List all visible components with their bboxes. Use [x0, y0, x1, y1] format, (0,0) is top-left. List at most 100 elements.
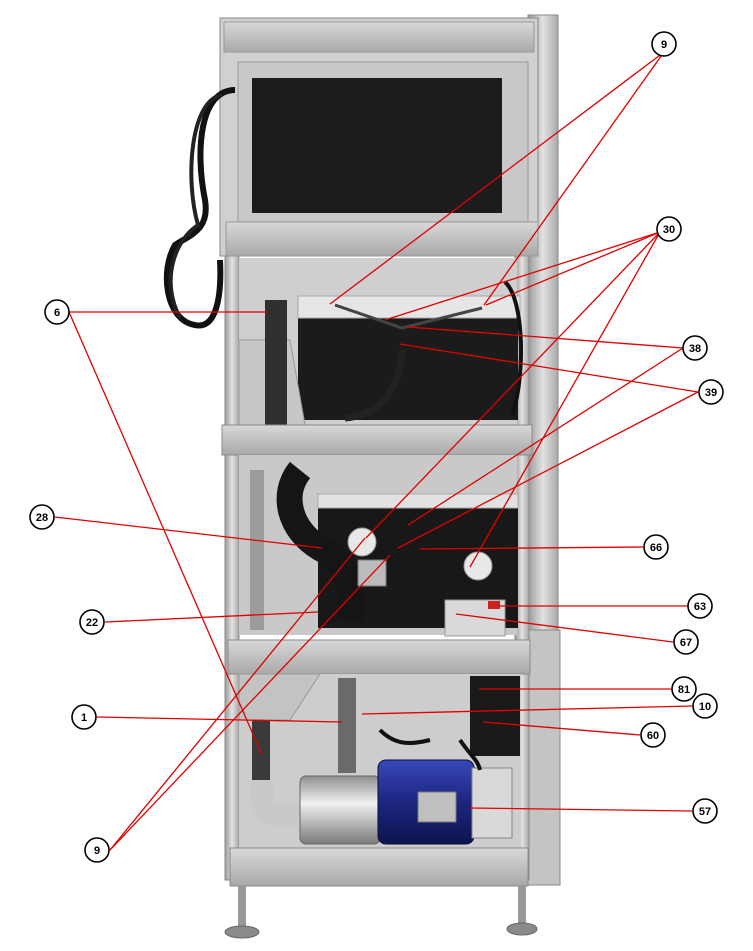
- leader-39-b: [397, 391, 699, 549]
- callout-label: 9: [94, 845, 100, 857]
- callout-c6: 6: [44, 299, 70, 325]
- top-unit-base: [225, 221, 539, 257]
- shelf-1: [221, 424, 533, 456]
- callout-label: 67: [680, 637, 692, 649]
- callout-circle: [692, 798, 718, 824]
- callout-label: 38: [689, 343, 701, 355]
- callout-label: 6: [54, 307, 60, 319]
- callout-label: 28: [36, 512, 48, 524]
- callout-c63: 63: [687, 593, 713, 619]
- callout-label: 10: [699, 701, 711, 713]
- shelf-2: [227, 639, 531, 675]
- callout-label: 9: [661, 39, 667, 51]
- top-black-panel: [252, 78, 502, 213]
- callout-circle: [643, 534, 669, 560]
- leader-57: [469, 807, 693, 812]
- callout-label: 60: [647, 730, 659, 742]
- foot-right-pad: [506, 922, 538, 936]
- upper-side-cable: [503, 280, 524, 416]
- callout-circle: [673, 629, 699, 655]
- callout-label: 30: [663, 224, 675, 236]
- machine-frame: [163, 14, 561, 939]
- callout-label: 1: [81, 712, 87, 724]
- callout-label: 22: [86, 617, 98, 629]
- callout-label: 57: [699, 806, 711, 818]
- callout-circle: [44, 299, 70, 325]
- leader-30-c: [365, 231, 661, 539]
- upper-column: [265, 300, 287, 425]
- leader-22: [104, 611, 319, 623]
- right-lower-panel: [527, 629, 561, 886]
- callout-c1: 1: [71, 704, 97, 730]
- callout-circle: [651, 31, 677, 57]
- callout-c81: 81: [671, 676, 697, 702]
- leader-30-b: [485, 231, 661, 306]
- callout-c57: 57: [692, 798, 718, 824]
- foot-right-stem: [518, 886, 526, 928]
- callout-c60: 60: [640, 722, 666, 748]
- leader-9-bottom-b: [109, 554, 391, 851]
- fitting-right: [463, 551, 493, 581]
- upper-header: [297, 295, 521, 319]
- callout-c22: 22: [79, 609, 105, 635]
- motor-terminal-box: [417, 791, 457, 823]
- leader-66: [419, 546, 644, 550]
- callout-circle: [692, 693, 718, 719]
- callout-c9-bottom: 9: [84, 837, 110, 863]
- callout-circle: [84, 837, 110, 863]
- callout-circle: [682, 335, 708, 361]
- foot-left-pad: [224, 925, 260, 939]
- leader-1: [96, 716, 343, 723]
- callout-label: 81: [678, 684, 690, 696]
- callout-circle: [698, 379, 724, 405]
- lower-gusset: [238, 673, 321, 721]
- leader-67: [455, 613, 674, 643]
- callout-label: 63: [694, 601, 706, 613]
- callout-c66: 66: [643, 534, 669, 560]
- callouts: 9 30 6 38 39 28 66 22 63 67 81 1 10 60 57 9: [29, 31, 724, 863]
- callout-circle: [71, 704, 97, 730]
- callout-circle: [687, 593, 713, 619]
- left-vertical-pipe: [252, 720, 270, 780]
- red-tag-63: [488, 601, 500, 609]
- leader-10: [361, 705, 693, 715]
- callout-circle: [671, 676, 697, 702]
- upper-hose: [344, 349, 406, 422]
- leader-9-top-b: [483, 51, 665, 306]
- middle-header: [317, 493, 519, 509]
- elbow-pipe: [251, 780, 310, 826]
- callout-circle: [640, 722, 666, 748]
- leader-28: [54, 516, 323, 549]
- callout-c30: 30: [656, 216, 682, 242]
- callout-c9-top: 9: [651, 31, 677, 57]
- leader-6-b: [68, 311, 263, 756]
- foot-left-stem: [238, 886, 246, 930]
- left-upright: [224, 249, 240, 881]
- motor-cables: [378, 728, 482, 771]
- middle-pipe: [250, 470, 264, 630]
- callout-circle: [29, 504, 55, 530]
- callout-label: 66: [650, 542, 662, 554]
- leader-9-top-a: [329, 51, 665, 305]
- cable-loop: [163, 87, 236, 329]
- base-frame: [229, 847, 529, 887]
- motor-fan-cover: [471, 767, 513, 839]
- leader-9-bottom-a: [109, 537, 366, 851]
- callout-label: 39: [705, 387, 717, 399]
- leader-38-b: [407, 347, 684, 526]
- callout-c67: 67: [673, 629, 699, 655]
- upper-tube: [334, 303, 483, 330]
- lower-black-panel: [470, 676, 520, 756]
- callout-c10: 10: [692, 693, 718, 719]
- leader-30-a: [384, 231, 661, 321]
- callout-c39: 39: [698, 379, 724, 405]
- leader-39-a: [399, 343, 699, 393]
- leader-lines: [54, 51, 699, 851]
- leader-30-d: [469, 231, 661, 568]
- vertical-pipe: [338, 678, 356, 773]
- top-unit-lid: [223, 21, 535, 53]
- callout-circle: [79, 609, 105, 635]
- callout-circle: [656, 216, 682, 242]
- leader-60: [482, 721, 641, 736]
